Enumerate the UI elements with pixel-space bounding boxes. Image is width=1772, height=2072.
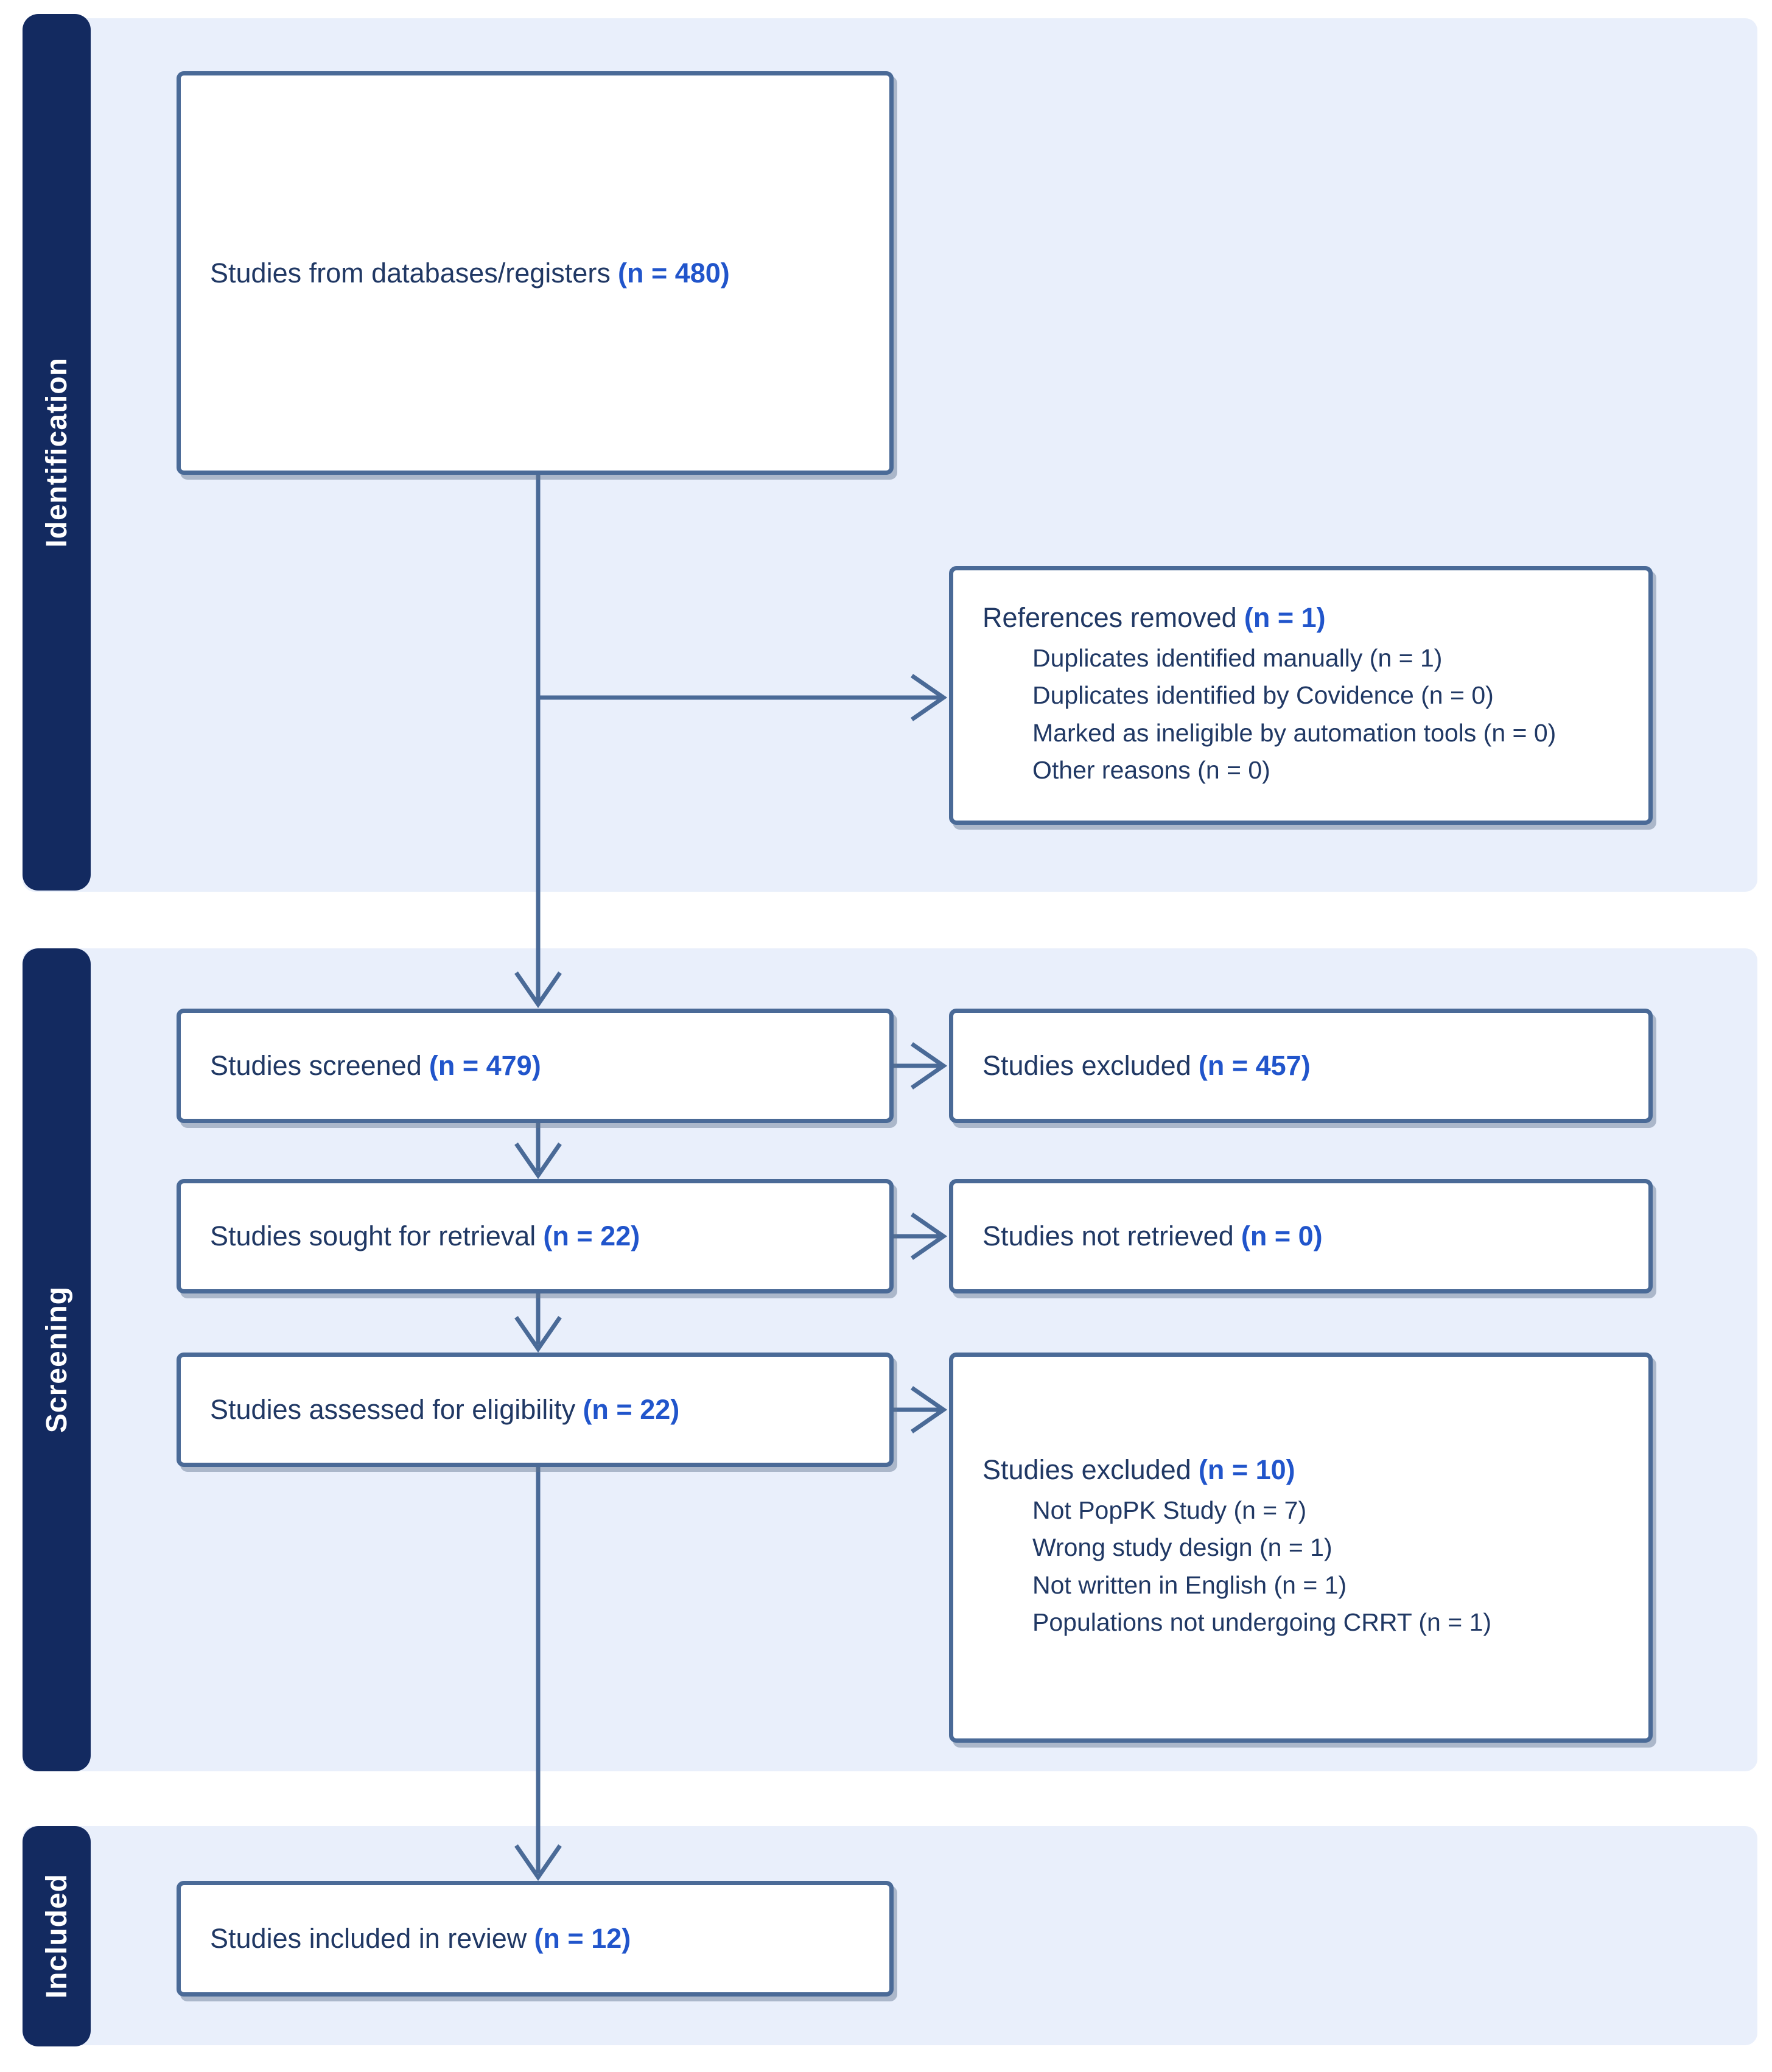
box-label: Studies excluded(n = 457)	[982, 1050, 1311, 1081]
exclusion-reason: Wrong study design (n = 1)	[1032, 1533, 1333, 1561]
count-value: (n = 480)	[617, 257, 730, 289]
count-value: (n = 457)	[1198, 1050, 1311, 1081]
count-value: (n = 12)	[534, 1923, 631, 1954]
count-value: (n = 1)	[1244, 601, 1326, 633]
count-value: (n = 0)	[1241, 1220, 1323, 1251]
exclusion-reason: Duplicates identified by Covidence (n = …	[1032, 681, 1494, 709]
box-studies-not-retrieved: Studies not retrieved(n = 0)	[949, 1179, 1653, 1293]
phase-label-screening: Screening	[40, 1286, 73, 1433]
phase-label-included: Included	[40, 1874, 73, 1999]
exclusion-reason-list: Duplicates identified manually (n = 1) D…	[1032, 640, 1634, 789]
box-label: Studies included in review(n = 12)	[210, 1923, 631, 1954]
box-studies-screened: Studies screened(n = 479)	[177, 1009, 894, 1123]
exclusion-reason: Marked as ineligible by automation tools…	[1032, 718, 1557, 747]
box-label: Studies from databases/registers(n = 480…	[210, 257, 730, 289]
count-value: (n = 22)	[543, 1220, 640, 1251]
phase-bar-included: Included	[23, 1826, 91, 2046]
box-label: Studies not retrieved(n = 0)	[982, 1220, 1323, 1251]
box-studies-excluded-screening: Studies excluded(n = 457)	[949, 1009, 1653, 1123]
box-label: References removed(n = 1)	[982, 601, 1326, 633]
phase-bar-identification: Identification	[23, 14, 91, 891]
exclusion-reason: Other reasons (n = 0)	[1032, 756, 1270, 784]
box-studies-sought-retrieval: Studies sought for retrieval(n = 22)	[177, 1179, 894, 1293]
count-value: (n = 22)	[583, 1394, 680, 1425]
count-value: (n = 10)	[1198, 1454, 1295, 1485]
exclusion-reason: Not PopPK Study (n = 7)	[1032, 1496, 1307, 1524]
phase-bar-screening: Screening	[23, 948, 91, 1771]
box-studies-included-review: Studies included in review(n = 12)	[177, 1881, 894, 1997]
box-references-removed: References removed(n = 1) Duplicates ide…	[949, 566, 1653, 825]
box-label: Studies screened(n = 479)	[210, 1050, 541, 1081]
box-label: Studies assessed for eligibility(n = 22)	[210, 1394, 680, 1425]
phase-label-identification: Identification	[40, 357, 73, 548]
box-studies-assessed-eligibility: Studies assessed for eligibility(n = 22)	[177, 1353, 894, 1467]
box-studies-from-databases: Studies from databases/registers(n = 480…	[177, 71, 894, 475]
box-label: Studies excluded(n = 10)	[982, 1454, 1295, 1485]
count-value: (n = 479)	[429, 1050, 541, 1081]
box-label: Studies sought for retrieval(n = 22)	[210, 1220, 640, 1251]
exclusion-reason: Not written in English (n = 1)	[1032, 1570, 1347, 1599]
exclusion-reason: Duplicates identified manually (n = 1)	[1032, 643, 1443, 672]
exclusion-reason-list: Not PopPK Study (n = 7) Wrong study desi…	[1032, 1492, 1634, 1642]
exclusion-reason: Populations not undergoing CRRT (n = 1)	[1032, 1608, 1492, 1636]
box-studies-excluded-eligibility: Studies excluded(n = 10) Not PopPK Study…	[949, 1353, 1653, 1743]
